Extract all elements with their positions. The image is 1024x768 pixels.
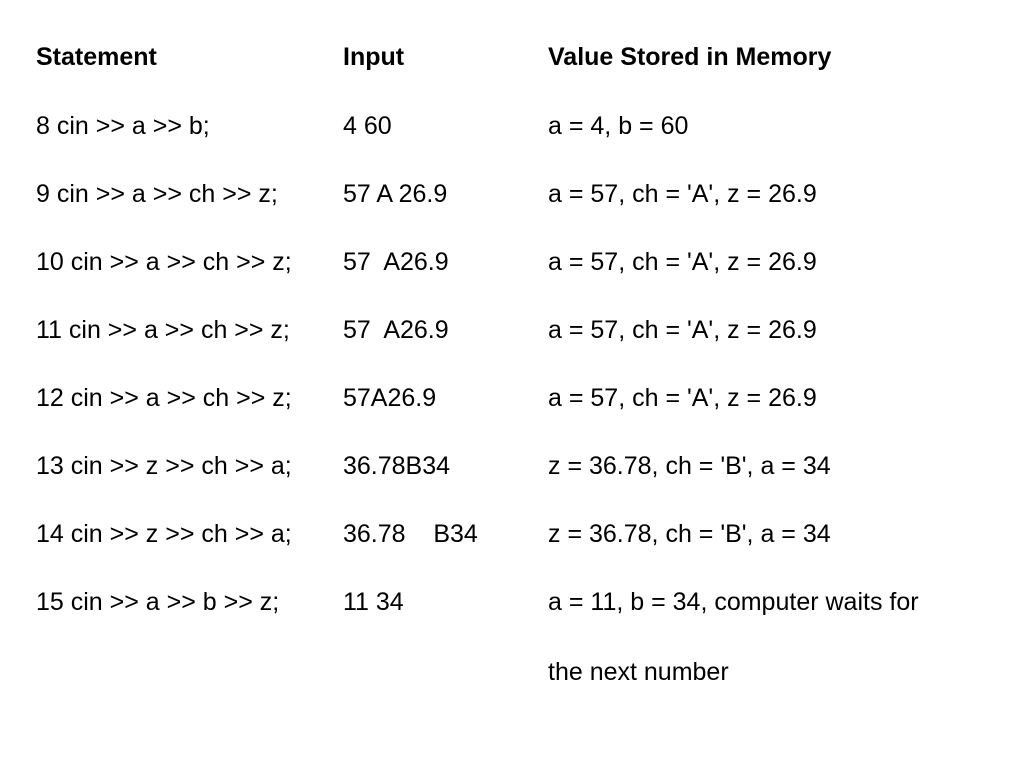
header-value-stored: Value Stored in Memory bbox=[548, 43, 832, 71]
statement-cell: 11 cin >> a >> ch >> z; bbox=[36, 316, 290, 344]
cin-examples-table: Statement Input Value Stored in Memory 8… bbox=[36, 40, 996, 653]
table-row: 15 cin >> a >> b >> z; 11 34 a = 11, b =… bbox=[36, 585, 996, 653]
statement-cell: 13 cin >> z >> ch >> a; bbox=[36, 452, 292, 480]
input-cell: 11 34 bbox=[343, 588, 404, 616]
value-cell-continuation: the next number bbox=[548, 658, 729, 686]
value-cell: a = 57, ch = 'A', z = 26.9 bbox=[548, 316, 817, 344]
input-cell: 57 A26.9 bbox=[343, 248, 449, 276]
value-cell: a = 4, b = 60 bbox=[548, 112, 689, 140]
table-row: 8 cin >> a >> b; 4 60 a = 4, b = 60 bbox=[36, 109, 996, 177]
statement-cell: 14 cin >> z >> ch >> a; bbox=[36, 520, 292, 548]
header-statement: Statement bbox=[36, 43, 157, 71]
input-cell: 36.78 B34 bbox=[343, 520, 478, 548]
table-row: 12 cin >> a >> ch >> z; 57A26.9 a = 57, … bbox=[36, 381, 996, 449]
table-row: 14 cin >> z >> ch >> a; 36.78 B34 z = 36… bbox=[36, 517, 996, 585]
header-input: Input bbox=[343, 43, 405, 71]
table-row: 9 cin >> a >> ch >> z; 57 A 26.9 a = 57,… bbox=[36, 177, 996, 245]
statement-cell: 10 cin >> a >> ch >> z; bbox=[36, 248, 292, 276]
table-row: 10 cin >> a >> ch >> z; 57 A26.9 a = 57,… bbox=[36, 245, 996, 313]
statement-cell: 12 cin >> a >> ch >> z; bbox=[36, 384, 292, 412]
value-cell: z = 36.78, ch = 'B', a = 34 bbox=[548, 452, 831, 480]
statement-cell: 9 cin >> a >> ch >> z; bbox=[36, 180, 278, 208]
input-cell: 57 A26.9 bbox=[343, 316, 449, 344]
value-cell: a = 57, ch = 'A', z = 26.9 bbox=[548, 384, 817, 412]
table-row: 13 cin >> z >> ch >> a; 36.78B34 z = 36.… bbox=[36, 449, 996, 517]
input-cell: 57A26.9 bbox=[343, 384, 437, 412]
table-header-row: Statement Input Value Stored in Memory bbox=[36, 40, 996, 109]
statement-cell: 15 cin >> a >> b >> z; bbox=[36, 588, 280, 616]
value-cell: a = 57, ch = 'A', z = 26.9 bbox=[548, 180, 817, 208]
input-cell: 57 A 26.9 bbox=[343, 180, 448, 208]
table-row: 11 cin >> a >> ch >> z; 57 A26.9 a = 57,… bbox=[36, 313, 996, 381]
value-cell: a = 11, b = 34, computer waits for bbox=[548, 588, 919, 616]
statement-cell: 8 cin >> a >> b; bbox=[36, 112, 210, 140]
input-cell: 4 60 bbox=[343, 112, 392, 140]
input-cell: 36.78B34 bbox=[343, 452, 451, 480]
value-cell: a = 57, ch = 'A', z = 26.9 bbox=[548, 248, 817, 276]
value-cell: z = 36.78, ch = 'B', a = 34 bbox=[548, 520, 831, 548]
